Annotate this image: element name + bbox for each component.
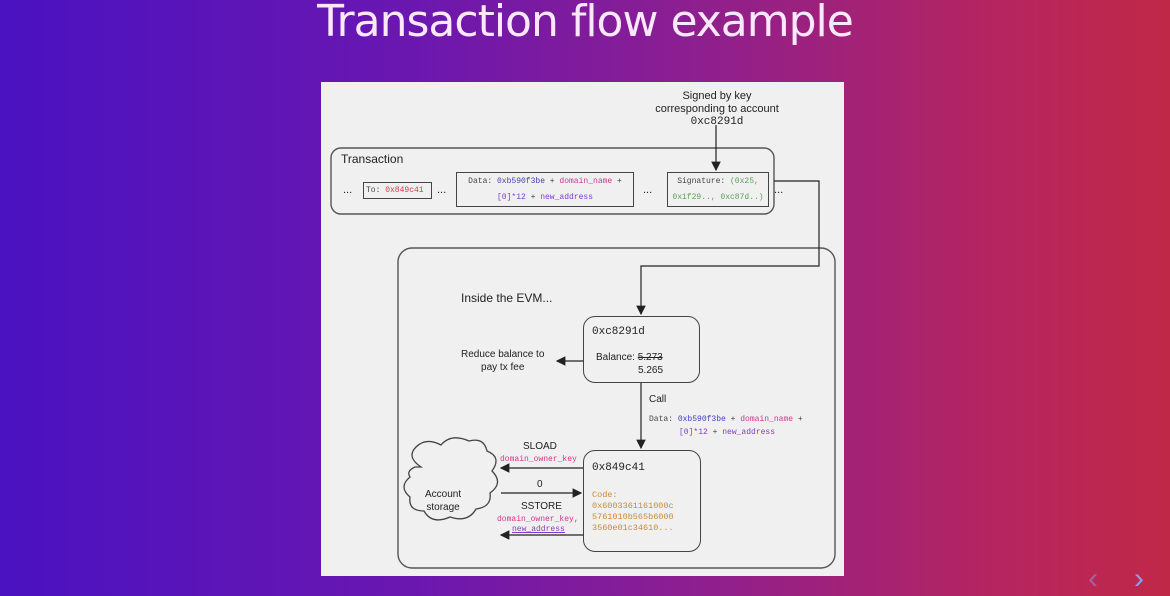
sstore-key: domain_owner_key, — [497, 515, 579, 524]
storage-label-line: Account — [425, 489, 462, 500]
reduce-note-line: Reduce balance to — [461, 349, 545, 360]
call-addr: new_address — [722, 428, 776, 437]
storage-label-line: storage — [426, 502, 460, 513]
slide-title: Transaction flow example — [317, 0, 854, 47]
sstore-label: SSTORE — [521, 501, 562, 512]
diagram-canvas: Signed by key corresponding to account 0… — [321, 82, 844, 576]
plus: + — [725, 415, 741, 424]
contract-code: Code: 0x6003361161000c 5761010b565b6000 … — [592, 490, 674, 534]
call-domain: domain_name — [740, 415, 794, 424]
to-value: 0x849c41 — [385, 186, 424, 195]
contract-account-box: 0x849c41 Code: 0x6003361161000c 5761010b… — [583, 450, 701, 552]
data-selector: 0xb590f3be — [496, 177, 545, 186]
balance-old: 5.273 — [637, 352, 663, 363]
data-label: Data: — [468, 177, 497, 186]
connector-lines — [330, 125, 836, 569]
contract-address: 0x849c41 — [592, 462, 645, 474]
call-data-label: Data: — [649, 415, 678, 424]
evm-container — [397, 247, 836, 569]
plus: + — [612, 177, 622, 186]
call-pad: [0]*12 — [679, 428, 708, 437]
next-slide-icon[interactable]: › — [1134, 562, 1144, 595]
balance-new: 5.265 — [638, 365, 664, 376]
data-domain: domain_name — [559, 177, 613, 186]
sig-value: (0x25, — [730, 177, 759, 186]
to-label: To: — [366, 186, 386, 195]
ellipsis: ... — [643, 184, 653, 196]
code-label: Code: — [592, 490, 618, 500]
plus: + — [707, 428, 723, 437]
code-line: 5761010b565b6000 — [592, 512, 674, 522]
ellipsis: ... — [343, 184, 353, 196]
code-line: 3560e01c34610... — [592, 523, 674, 533]
ellipsis: ... — [437, 184, 447, 196]
account-storage-label: Account storage — [425, 488, 461, 514]
to-field: To: 0x849c41 — [363, 182, 432, 199]
sig-value: 0x1f29.., 0xc87d..) — [672, 193, 764, 202]
balance-label: Balance: — [596, 352, 638, 363]
ellipsis: ... — [774, 184, 784, 196]
signed-note: Signed by key corresponding to account 0… — [647, 90, 787, 129]
reduce-note-line: pay tx fee — [481, 362, 525, 373]
signed-note-line: corresponding to account — [655, 103, 779, 115]
data-addr: new_address — [540, 193, 594, 202]
zero-label: 0 — [537, 479, 543, 490]
call-selector: 0xb590f3be — [677, 415, 726, 424]
sender-account-box: 0xc8291d Balance: 5.273 5.265 — [583, 316, 700, 383]
plus: + — [525, 193, 541, 202]
account-storage-cloud — [403, 437, 499, 521]
plus: + — [545, 177, 560, 186]
sload-label: SLOAD — [523, 441, 557, 452]
transaction-label: Transaction — [341, 152, 404, 166]
signed-note-line: Signed by key — [682, 90, 752, 102]
plus: + — [793, 415, 803, 424]
call-label: Call — [649, 394, 667, 405]
tx-to-sender-arrow — [636, 180, 820, 316]
signed-note-address: 0xc8291d — [690, 116, 744, 128]
sender-address: 0xc8291d — [592, 326, 645, 338]
sload-key: domain_owner_key — [500, 455, 577, 464]
code-line: 0x6003361161000c — [592, 501, 674, 511]
call-data: Data: 0xb590f3be + domain_name + [0]*12 … — [649, 413, 803, 439]
prev-slide-icon[interactable]: ‹ — [1088, 562, 1098, 595]
data-pad: [0]*12 — [496, 193, 526, 202]
sstore-value: new_address — [512, 525, 565, 534]
evm-label: Inside the EVM... — [461, 291, 553, 305]
data-field: Data: 0xb590f3be + domain_name + [0]*12 … — [456, 172, 634, 207]
signature-field: Signature: (0x25, 0x1f29.., 0xc87d..) — [667, 172, 769, 207]
sig-label: Signature: — [677, 177, 730, 186]
reduce-note: Reduce balance to pay tx fee — [461, 348, 544, 374]
